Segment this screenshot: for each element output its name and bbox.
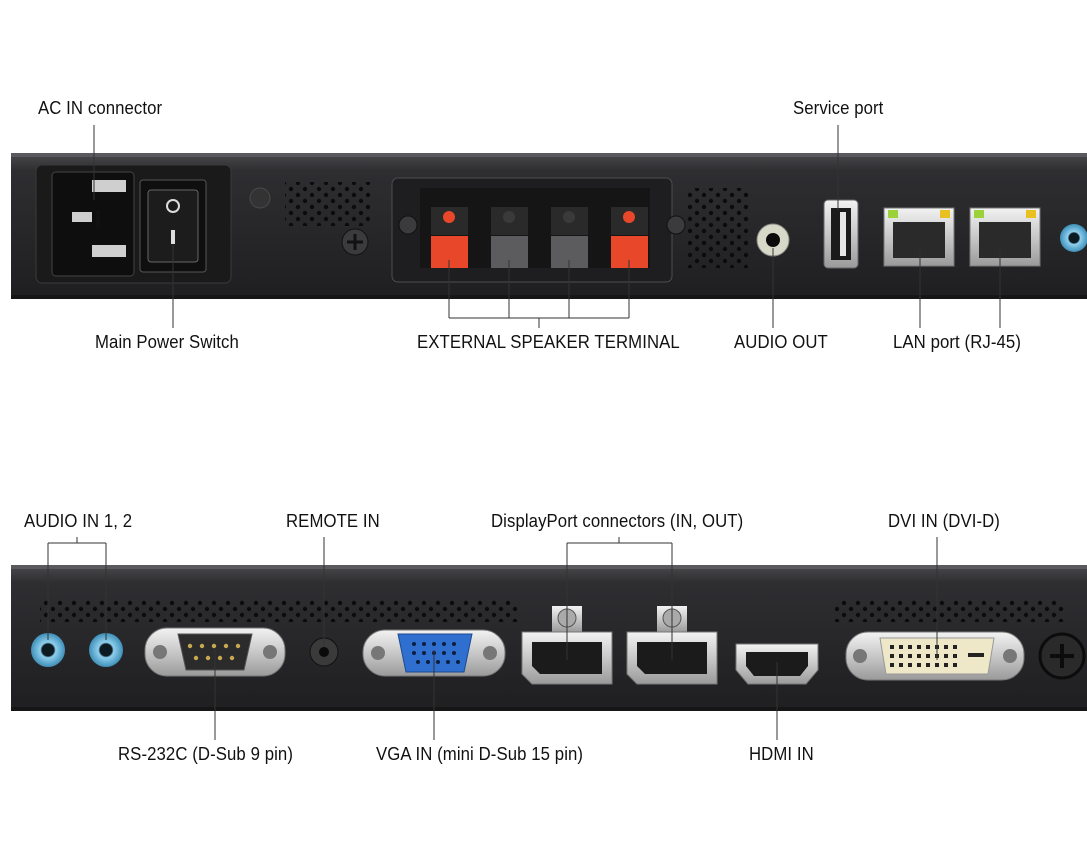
label-ac-in-connector: AC IN connector	[38, 98, 163, 118]
external-speaker-terminal	[391, 177, 686, 283]
remote-in-jack	[309, 637, 339, 667]
lan-port-2	[969, 207, 1041, 267]
lan-port-1	[883, 207, 955, 267]
label-rs232c: RS-232C (D-Sub 9 pin)	[118, 744, 294, 764]
label-displayport-connectors: DisplayPort connectors (IN, OUT)	[491, 511, 744, 531]
label-main-power-switch: Main Power Switch	[95, 332, 239, 352]
label-service-port: Service port	[793, 98, 884, 118]
top-callout-lines	[93, 125, 1001, 328]
label-lan-port: LAN port (RJ-45)	[893, 332, 1022, 352]
main-power-switch	[139, 179, 207, 273]
dvi-in-connector	[845, 631, 1025, 681]
label-external-speaker-terminal: EXTERNAL SPEAKER TERMINAL	[417, 332, 680, 352]
top-panel	[11, 153, 1087, 299]
label-dvi-in: DVI IN (DVI-D)	[888, 511, 1000, 531]
label-remote-in: REMOTE IN	[286, 511, 380, 531]
service-port-usb	[823, 199, 859, 269]
audio-out-jack	[756, 223, 790, 257]
label-audio-out: AUDIO OUT	[734, 332, 828, 352]
bottom-panel	[11, 565, 1087, 711]
label-vga-in: VGA IN (mini D-Sub 15 pin)	[376, 744, 584, 764]
audio-in-2-jack	[89, 633, 123, 667]
audio-in-1-jack	[31, 633, 65, 667]
label-audio-in: AUDIO IN 1, 2	[24, 511, 133, 531]
label-hdmi-in: HDMI IN	[749, 744, 814, 764]
bottom-callout-lines	[47, 537, 938, 740]
